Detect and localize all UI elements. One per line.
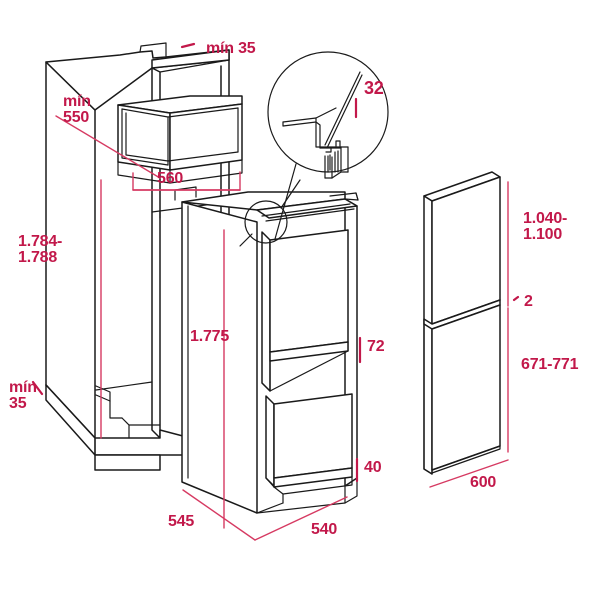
dim-label-min35-bottom: mín 35 (9, 379, 37, 413)
dim-label-600: 600 (470, 474, 497, 491)
dim-label-545: 545 (168, 513, 195, 530)
dim-label-gap-2: 2 (524, 293, 533, 310)
dim-label-32: 32 (364, 78, 384, 98)
dim-label-560: 560 (157, 170, 184, 187)
dim-label-72: 72 (367, 338, 385, 355)
upper-appliance-module (117, 95, 243, 184)
dim-label-min35-top: mín 35 (206, 40, 256, 57)
dim-label-40: 40 (364, 459, 382, 476)
fridge-freezer-unit (181, 191, 359, 514)
dim-label-panel-bottom-range: 671-771 (521, 356, 579, 373)
hinge-detail-callout (239, 51, 389, 247)
dim-label-540: 540 (311, 521, 338, 538)
dim-label-1775: 1.775 (190, 328, 230, 345)
dim-label-height-range: 1.784- 1.788 (18, 233, 63, 267)
dimension-lines (31, 42, 520, 541)
dim-label-panel-top-range: 1.040- 1.100 (523, 210, 568, 244)
furniture-door-panels (423, 171, 501, 475)
dim-label-min550: mín 550 (63, 93, 91, 127)
